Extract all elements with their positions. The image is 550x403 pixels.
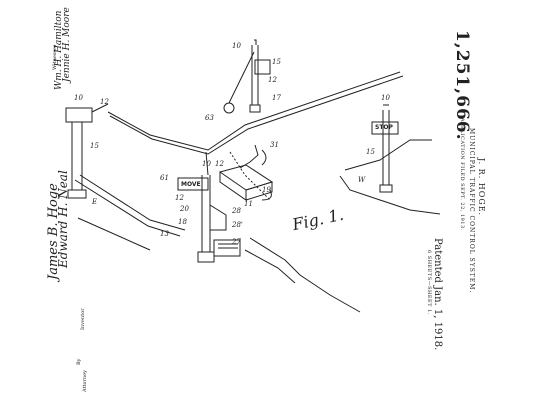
ref-label: 63: [205, 114, 214, 122]
ref-label: 10: [74, 94, 83, 102]
inventor-label: Inventor: [80, 308, 86, 330]
ref-label: 17: [272, 94, 281, 102]
stop-sign: STOP: [375, 124, 393, 131]
attorney-label: Attorney: [82, 370, 88, 392]
ref-label: 12: [175, 194, 184, 202]
ref-label: 27: [232, 238, 241, 246]
ref-label: 31: [270, 141, 279, 149]
curb-right: [249, 237, 361, 313]
by-label: By: [76, 358, 82, 366]
curb-left: [79, 174, 186, 231]
ref-label: 12: [100, 98, 109, 106]
ref-label: W: [358, 176, 366, 184]
patent-title: MUNICIPAL TRAFFIC CONTROL SYSTEM.: [468, 128, 475, 294]
ref-label: 12: [268, 76, 277, 84]
ball-counterweight: [223, 102, 235, 114]
ref-label: 12: [215, 160, 224, 168]
signal-box-left: [65, 107, 93, 123]
ref-label: E: [92, 198, 98, 206]
ref-label: 61: [160, 174, 169, 182]
ref-label: 11: [244, 200, 253, 208]
witness-signature: Jennie H. Moore: [62, 7, 72, 82]
inventor-name: J. R. HOGE.: [477, 158, 486, 217]
ref-label: 19: [262, 186, 271, 194]
attorney-signature: Edward H. Neal: [56, 170, 70, 268]
ref-label: 10: [381, 94, 390, 102]
ref-label: 20: [180, 205, 189, 213]
move-sign: MOVE: [181, 181, 201, 188]
sheet-count: 6 SHEETS—SHEET 1.: [426, 250, 432, 315]
ref-label: 28: [232, 207, 241, 215]
ref-label: 13: [160, 230, 169, 238]
ref-label: 28': [232, 221, 243, 229]
patented-date: Patented Jan. 1, 1918.: [432, 238, 443, 351]
curb-top: [107, 71, 401, 151]
ref-label: 15: [90, 142, 99, 150]
ref-label: 18: [178, 218, 187, 226]
ref-label: 15: [272, 58, 281, 66]
ref-label: 15: [366, 148, 375, 156]
curb-far: [339, 175, 441, 215]
application-date: APPLICATION FILED SEPT. 22, 1913.: [459, 118, 465, 231]
ref-label: 10: [232, 42, 241, 50]
ref-label: 10: [202, 160, 211, 168]
